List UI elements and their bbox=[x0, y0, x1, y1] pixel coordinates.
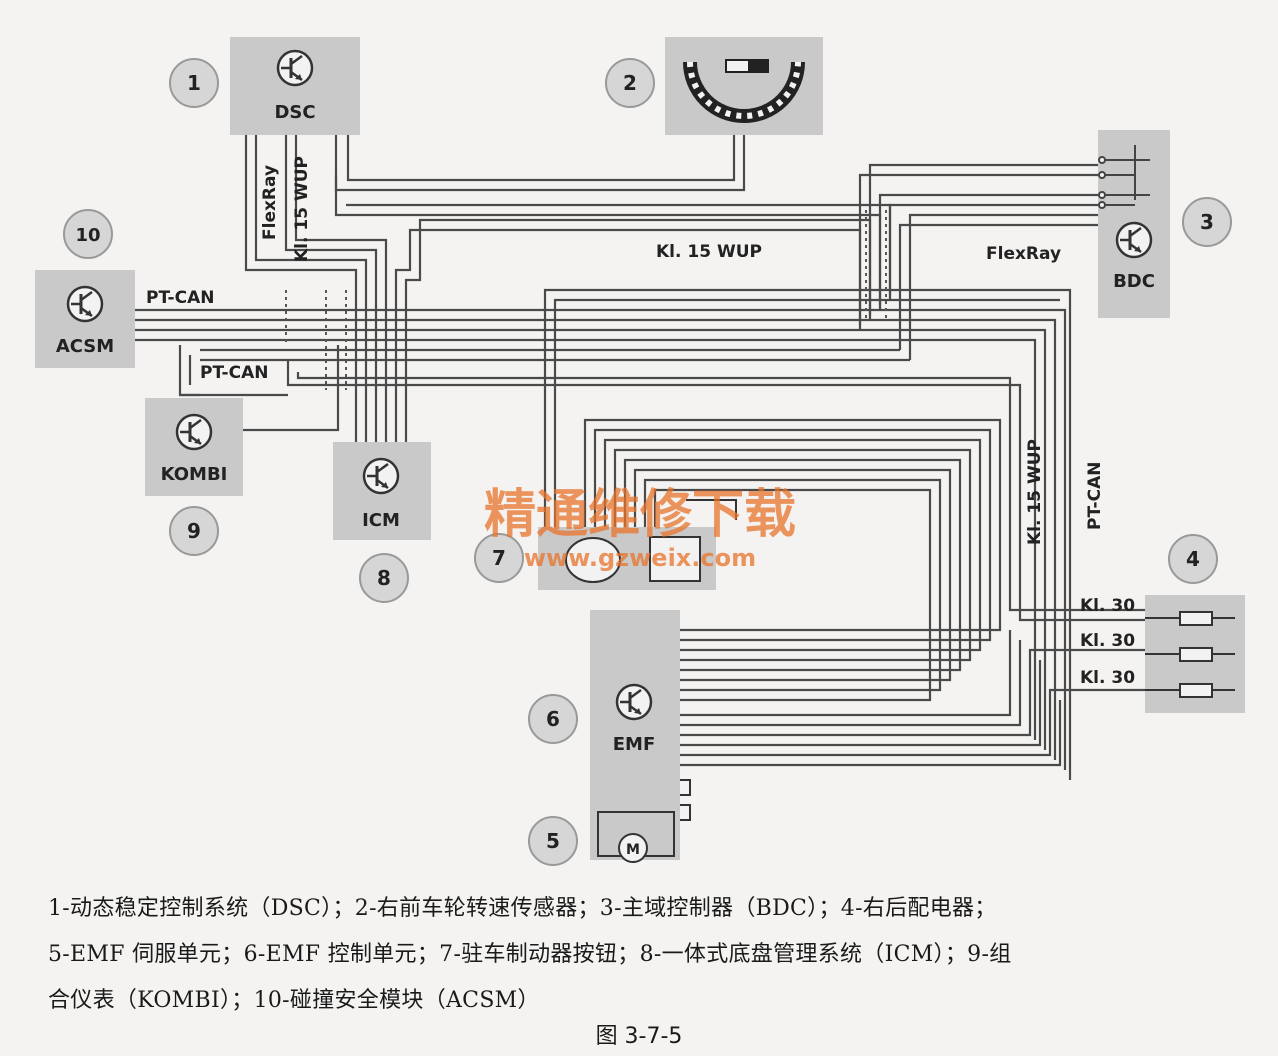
wire-bundles bbox=[135, 135, 1150, 780]
svg-text:4: 4 bbox=[1186, 547, 1200, 571]
module-dsc: DSC bbox=[230, 37, 360, 135]
callout-9: 9 bbox=[169, 506, 219, 556]
svg-text:8: 8 bbox=[377, 566, 391, 590]
svg-text:1: 1 bbox=[187, 71, 201, 95]
label-ptcan-acsm: PT-CAN bbox=[146, 288, 214, 308]
label-kl15wup-top: Kl. 15 WUP bbox=[656, 242, 762, 262]
module-icm: ICM bbox=[333, 442, 431, 540]
callout-2: 2 bbox=[605, 58, 655, 108]
emf-label: EMF bbox=[613, 734, 656, 755]
kombi-label: KOMBI bbox=[161, 464, 228, 485]
module-acsm: ACSM bbox=[35, 270, 135, 368]
switch-icon bbox=[649, 536, 701, 582]
callout-1: 1 bbox=[169, 58, 219, 108]
callout-4: 4 bbox=[1168, 534, 1218, 584]
callout-8: 8 bbox=[359, 553, 409, 603]
wiring-diagram: DSC BDC ACSM KOMBI bbox=[35, 37, 1245, 866]
label-kl15wup-right: Kl. 15 WUP bbox=[1025, 439, 1045, 545]
button-icon bbox=[565, 537, 621, 583]
callout-6: 6 bbox=[528, 694, 578, 744]
label-flexray-vertical: FlexRay bbox=[260, 165, 280, 240]
svg-text:3: 3 bbox=[1200, 210, 1214, 234]
label-kl30-1: Kl. 30 bbox=[1080, 596, 1135, 616]
caption-line-2: 5-EMF 伺服单元；6-EMF 控制单元；7-驻车制动器按钮；8-一体式底盘管… bbox=[48, 942, 1012, 967]
motor-icon bbox=[618, 833, 648, 863]
splice-markers bbox=[285, 210, 887, 390]
icm-label: ICM bbox=[362, 510, 400, 531]
svg-text:7: 7 bbox=[492, 546, 506, 570]
callout-7: 7 bbox=[474, 533, 524, 583]
callout-3: 3 bbox=[1182, 197, 1232, 247]
module-rear-distributor bbox=[1145, 595, 1245, 713]
caption-line-1: 1-动态稳定控制系统（DSC）；2-右前车轮转速传感器；3-主域控制器（BDC）… bbox=[48, 896, 997, 921]
callout-10: 10 bbox=[63, 209, 113, 259]
svg-text:2: 2 bbox=[623, 71, 637, 95]
label-kl30-3: Kl. 30 bbox=[1080, 668, 1135, 688]
dsc-label: DSC bbox=[274, 102, 315, 123]
watermark-cn: 精通维修下载 bbox=[484, 485, 796, 545]
figure-number: 图 3-7-5 bbox=[595, 1024, 683, 1049]
fuse-icons bbox=[1179, 611, 1213, 698]
label-flexray-right: FlexRay bbox=[986, 244, 1061, 264]
label-ptcan-kombi: PT-CAN bbox=[200, 363, 268, 383]
acsm-label: ACSM bbox=[56, 336, 114, 357]
watermark: 精通维修下载 www.gzweix.com bbox=[484, 485, 796, 572]
label-ptcan-right: PT-CAN bbox=[1085, 462, 1105, 530]
svg-text:9: 9 bbox=[187, 519, 201, 543]
watermark-url: www.gzweix.com bbox=[524, 544, 756, 572]
svg-text:10: 10 bbox=[75, 225, 100, 246]
module-parking-brake-button bbox=[538, 499, 737, 590]
module-kombi: KOMBI bbox=[145, 398, 243, 496]
svg-text:6: 6 bbox=[546, 707, 560, 731]
module-emf-control: EMF M bbox=[590, 610, 691, 863]
label-kl15wup-vertical: Kl. 15 WUP bbox=[292, 156, 312, 262]
label-kl30-2: Kl. 30 bbox=[1080, 631, 1135, 651]
bdc-connector-icon bbox=[1098, 145, 1150, 209]
motor-label: M bbox=[626, 842, 640, 858]
module-wheel-speed-sensor bbox=[665, 37, 823, 135]
svg-text:5: 5 bbox=[546, 829, 560, 853]
callout-5: 5 bbox=[528, 816, 578, 866]
module-bdc: BDC bbox=[1098, 130, 1170, 318]
caption-line-3: 合仪表（KOMBI）；10-碰撞安全模块（ACSM） bbox=[48, 988, 540, 1013]
bdc-label: BDC bbox=[1113, 271, 1155, 292]
